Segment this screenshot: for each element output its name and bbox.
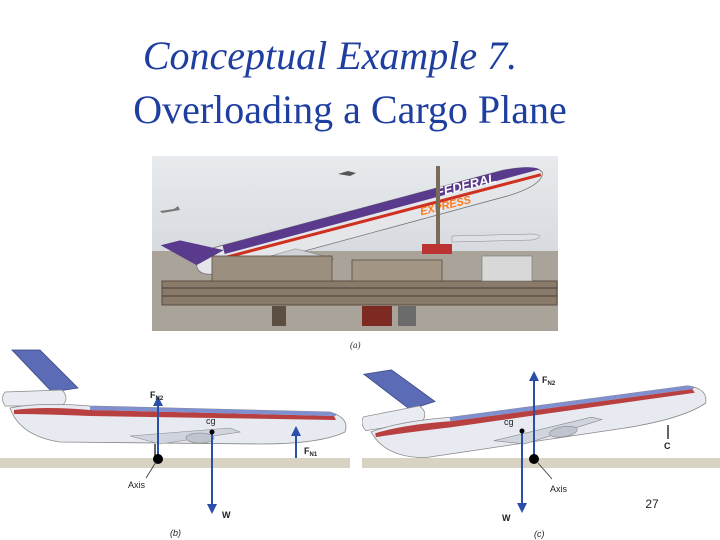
svg-text:FN2: FN2 xyxy=(150,390,164,402)
weight-label-c: W xyxy=(502,513,511,523)
slide-title-line1: Conceptual Example 7. xyxy=(142,33,518,78)
tail-fin-b xyxy=(11,349,79,393)
cg-label-c: cg xyxy=(504,417,514,427)
caption-b: (b) xyxy=(170,528,181,538)
free-body-diagram-b: FN2 cg FN1 Axis W (b) xyxy=(0,349,350,538)
gear-label-c: C xyxy=(664,441,671,451)
slide-title-line2: Overloading a Cargo Plane xyxy=(133,87,567,132)
fuselage-c xyxy=(370,385,707,459)
axis-point-c xyxy=(529,454,539,464)
axis-label-b: Axis xyxy=(128,480,146,490)
cg-label-b: cg xyxy=(206,416,216,426)
cargo-plane-photo: FEDERAL EXPRESS xyxy=(152,156,558,331)
axis-point-b xyxy=(153,454,163,464)
axis-label-c: Axis xyxy=(550,484,568,494)
weight-label-b: W xyxy=(222,510,231,520)
caption-c: (c) xyxy=(534,529,545,539)
svg-text:FN2: FN2 xyxy=(542,375,556,387)
free-body-diagram-c: FN2 cg Axis W C (c) xyxy=(362,369,720,539)
svg-text:FN1: FN1 xyxy=(304,446,318,458)
tail-fin-c xyxy=(362,369,436,410)
photo-caption: (a) xyxy=(350,340,361,350)
page-number: 27 xyxy=(645,497,659,511)
